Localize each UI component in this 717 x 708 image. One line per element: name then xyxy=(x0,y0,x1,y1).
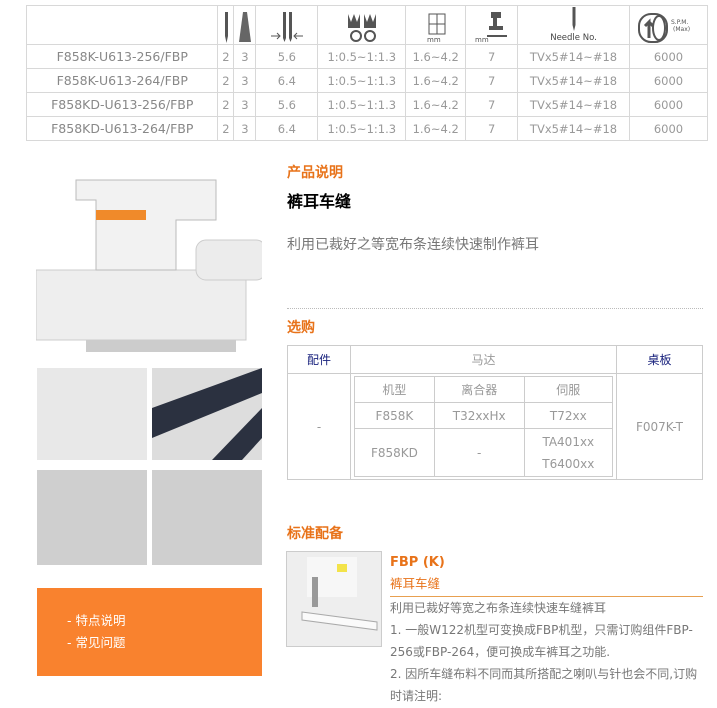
spec-cell: 1.6~4.2 xyxy=(405,68,467,93)
spec-cell: 3 xyxy=(233,92,257,117)
svg-text:mm: mm xyxy=(427,36,441,44)
svg-text:S.P.M.: S.P.M. xyxy=(671,19,688,26)
header-accessory: 配件 xyxy=(287,345,351,374)
spec-cell: 6000 xyxy=(628,68,709,93)
spec-cell: 6.4 xyxy=(255,116,319,141)
spec-cell: 2 xyxy=(217,68,235,93)
motor-cell: T32xxHx xyxy=(433,402,525,429)
attachment-note-2: 2. 因所车缝布料不同而其所搭配之喇叭与针也会不同,订购时请注明: xyxy=(390,667,698,703)
spec-cell: 1:0.5~1:1.3 xyxy=(317,44,407,69)
motor-header-model: 机型 xyxy=(354,376,435,403)
stitch-length-icon: mm xyxy=(427,13,446,44)
image-placeholder xyxy=(152,470,262,565)
product-description: 利用已裁好之等宽布条连续快速制作裤耳 xyxy=(287,237,539,253)
attachment-desc: 利用已裁好等宽之布条连续快速车缝裤耳 xyxy=(390,601,607,615)
product-title: 裤耳车缝 xyxy=(287,192,352,211)
model-cell: F858K-U613-264/FBP xyxy=(25,68,219,93)
spec-cell: 7 xyxy=(465,68,519,93)
model-cell: F858KD-U613-264/FBP xyxy=(25,116,219,141)
needle-icon xyxy=(572,7,576,31)
motor-header-clutch: 离合器 xyxy=(433,376,525,403)
attachment-name: FBP (K) xyxy=(390,555,445,570)
spec-cell: 2 xyxy=(217,44,235,69)
spec-cell: 3 xyxy=(233,116,257,141)
motor-cell: T72xx xyxy=(523,402,614,429)
spec-cell: 6000 xyxy=(628,92,709,117)
model-cell: F858KD-U613-256/FBP xyxy=(25,92,219,117)
spec-cell: 1.6~4.2 xyxy=(405,44,467,69)
spec-cell: 7 xyxy=(465,116,519,141)
svg-text:mm: mm xyxy=(475,36,489,44)
spec-cell: TVx5#14~#18 xyxy=(517,116,630,141)
motor-cell: TA401xx xyxy=(542,434,595,449)
sewing-machine-image xyxy=(36,179,262,352)
product-section-heading: 产品说明 xyxy=(287,165,343,181)
thread-cone-icon xyxy=(238,12,251,42)
attachment-subtitle: 裤耳车缝 xyxy=(390,570,703,597)
attachment-note-1: 1. 一般W122机型可变换成FBP机型，只需订购组件FBP-256或FBP-2… xyxy=(390,623,693,659)
spec-cell: 1:0.5~1:1.3 xyxy=(317,116,407,141)
presser-foot-lift-icon: mm xyxy=(475,12,507,44)
spec-cell: 5.6 xyxy=(255,44,319,69)
needle-count-icon xyxy=(224,12,228,43)
motor-header-servo: 伺服 xyxy=(523,376,614,403)
svg-text:(Max): (Max) xyxy=(673,26,690,33)
standard-section-heading: 标准配备 xyxy=(287,526,343,542)
motor-cell: T6400xx xyxy=(542,456,595,471)
spec-cell: 1.6~4.2 xyxy=(405,116,467,141)
side-menu: - 特点说明 - 常见问题 xyxy=(37,588,262,676)
spec-cell: TVx5#14~#18 xyxy=(517,44,630,69)
spec-cell: 6000 xyxy=(628,116,709,141)
spec-cell: 2 xyxy=(217,92,235,117)
accessory-value: - xyxy=(287,373,351,480)
menu-item-features[interactable]: - 特点说明 xyxy=(67,613,126,628)
buy-section-heading: 选购 xyxy=(287,320,315,336)
spec-cell: 7 xyxy=(465,44,519,69)
header-motor: 马达 xyxy=(350,345,617,374)
motor-cell: - xyxy=(433,428,525,477)
table-board-value: F007K-T xyxy=(616,373,703,480)
header-table-board: 桌板 xyxy=(616,345,703,374)
motor-cell: F858K xyxy=(354,402,435,429)
motor-cell: F858KD xyxy=(354,428,435,477)
needle-gauge-icon xyxy=(270,12,303,42)
model-cell: F858K-U613-256/FBP xyxy=(25,44,219,69)
differential-feed-icon xyxy=(347,14,376,42)
spec-cell: 6000 xyxy=(628,44,709,69)
spec-cell: 5.6 xyxy=(255,92,319,117)
image-placeholder xyxy=(37,470,147,565)
needle-number-label: Needle No. xyxy=(550,33,597,43)
spec-cell: 1:0.5~1:1.3 xyxy=(317,68,407,93)
spec-cell: TVx5#14~#18 xyxy=(517,68,630,93)
fbp-attachment-image xyxy=(286,551,382,647)
spec-cell: 3 xyxy=(233,68,257,93)
spec-cell: 3 xyxy=(233,44,257,69)
spm-icon: S.P.M.(Max) xyxy=(638,13,691,43)
jeans-pocket-image xyxy=(37,368,147,460)
spec-cell: 1:0.5~1:1.3 xyxy=(317,92,407,117)
spec-cell: 1.6~4.2 xyxy=(405,92,467,117)
spec-cell: TVx5#14~#18 xyxy=(517,92,630,117)
spec-header-row: mm mm Needle No. S.P.M.(Max) xyxy=(25,5,709,45)
divider xyxy=(287,308,703,309)
spec-cell: 6.4 xyxy=(255,68,319,93)
spec-table: mm mm Needle No. S.P.M.(Max) F858K-U613-… xyxy=(25,5,709,141)
spec-cell: 7 xyxy=(465,92,519,117)
belt-loop-stitch-image xyxy=(152,368,262,460)
menu-item-faq[interactable]: - 常见问题 xyxy=(67,635,126,650)
spec-cell: 2 xyxy=(217,116,235,141)
